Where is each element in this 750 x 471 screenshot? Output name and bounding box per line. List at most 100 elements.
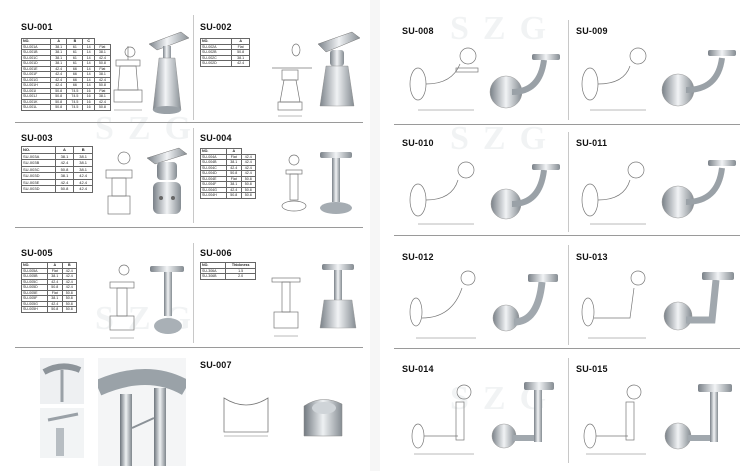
table-cell: 50.8: [93, 104, 112, 111]
table-cell: 14: [82, 71, 95, 78]
table-cell: 16: [82, 87, 95, 94]
photo-su008: [489, 54, 560, 109]
column-divider: [568, 132, 569, 232]
table-cell: 38.1: [47, 295, 63, 302]
table-cell: 16: [82, 98, 95, 105]
product-code-su013: SU-013: [576, 252, 608, 262]
product-code-su009: SU-009: [576, 26, 608, 36]
column-divider: [568, 358, 569, 463]
drawing-su005: [109, 264, 135, 339]
table-cell: 50.8: [226, 192, 242, 199]
table-header-cell: Thickness: [225, 262, 256, 269]
drawing-su014: [411, 384, 474, 455]
drawing-su002: [272, 43, 312, 117]
section-divider: [15, 122, 363, 123]
catalog-page-right: SZG SZG SZG SU-008 SU-009: [380, 0, 750, 471]
table-cell: 1.5: [225, 267, 256, 274]
drawing-su007: [223, 397, 269, 437]
product-code-su007: SU-007: [200, 360, 232, 370]
table-header-row: NO.Thickness: [199, 262, 256, 269]
column-divider: [568, 245, 569, 345]
photo-su010: [490, 164, 560, 220]
table-cell: 2.0: [225, 273, 256, 280]
table-cell: 42.4: [93, 98, 112, 105]
drawing-su011: [581, 161, 646, 225]
column-divider: [193, 243, 194, 343]
table-cell: SU-004H: [199, 192, 228, 199]
photo-su011: [661, 160, 736, 219]
table-cell: 50.8: [54, 185, 75, 193]
drawing-su008: [409, 47, 479, 111]
table-cell: 50.8: [50, 104, 68, 111]
table-cell: 14: [82, 82, 95, 89]
photo-su007: [303, 399, 343, 437]
product-code-su005: SU-005: [21, 248, 53, 258]
table-cell: Flat: [93, 65, 112, 72]
drawing-su015: [583, 384, 646, 455]
product-code-su012: SU-012: [402, 252, 434, 262]
photo-su004: [320, 152, 352, 214]
photo-su003: [146, 147, 188, 214]
product-code-su010: SU-010: [402, 138, 434, 148]
product-code-su004: SU-004: [200, 133, 232, 143]
table-cell: SU-306B: [199, 273, 227, 280]
drawing-su012: [409, 270, 476, 339]
product-code-su008: SU-008: [402, 26, 434, 36]
photo-su014: [491, 382, 554, 449]
table-header-cell: NO.: [199, 262, 227, 269]
section-divider: [394, 124, 740, 125]
table-cell: 42.4: [73, 185, 93, 193]
photo-su015: [664, 384, 732, 450]
table-cell: 42.4: [61, 278, 77, 285]
table-cell: 50.8: [61, 289, 77, 296]
column-divider: [193, 15, 194, 120]
section-divider: [394, 348, 740, 349]
photo-su006: [319, 264, 357, 329]
table-cell: SU-306A: [199, 267, 227, 274]
column-divider: [193, 128, 194, 223]
table-cell: 42.4: [47, 278, 63, 285]
product-code-su003: SU-003: [21, 133, 53, 143]
table-cell: 74.5: [66, 104, 84, 111]
table-cell: 42.4: [61, 284, 77, 291]
table-cell: 42.4: [93, 76, 112, 83]
table-cell: Flat: [47, 289, 63, 296]
table-cell: 38.1: [93, 71, 112, 78]
table-header-cell: B: [61, 262, 77, 269]
product-code-su015: SU-015: [576, 364, 608, 374]
drawing-su001: [113, 46, 143, 111]
product-code-su011: SU-011: [576, 138, 608, 148]
table-cell: 50.8: [47, 306, 63, 313]
section-divider: [15, 347, 363, 348]
table-cell: 42.4: [61, 267, 77, 274]
table-header-cell: A: [47, 262, 63, 269]
table-cell: Flat: [47, 267, 63, 274]
table-cell: 16: [82, 104, 95, 111]
product-code-su014: SU-014: [402, 364, 434, 374]
drawing-su009: [581, 47, 647, 111]
photo-su005: [150, 266, 184, 334]
table-cell: 14: [82, 60, 95, 67]
table-cell: 50.8: [61, 295, 77, 302]
